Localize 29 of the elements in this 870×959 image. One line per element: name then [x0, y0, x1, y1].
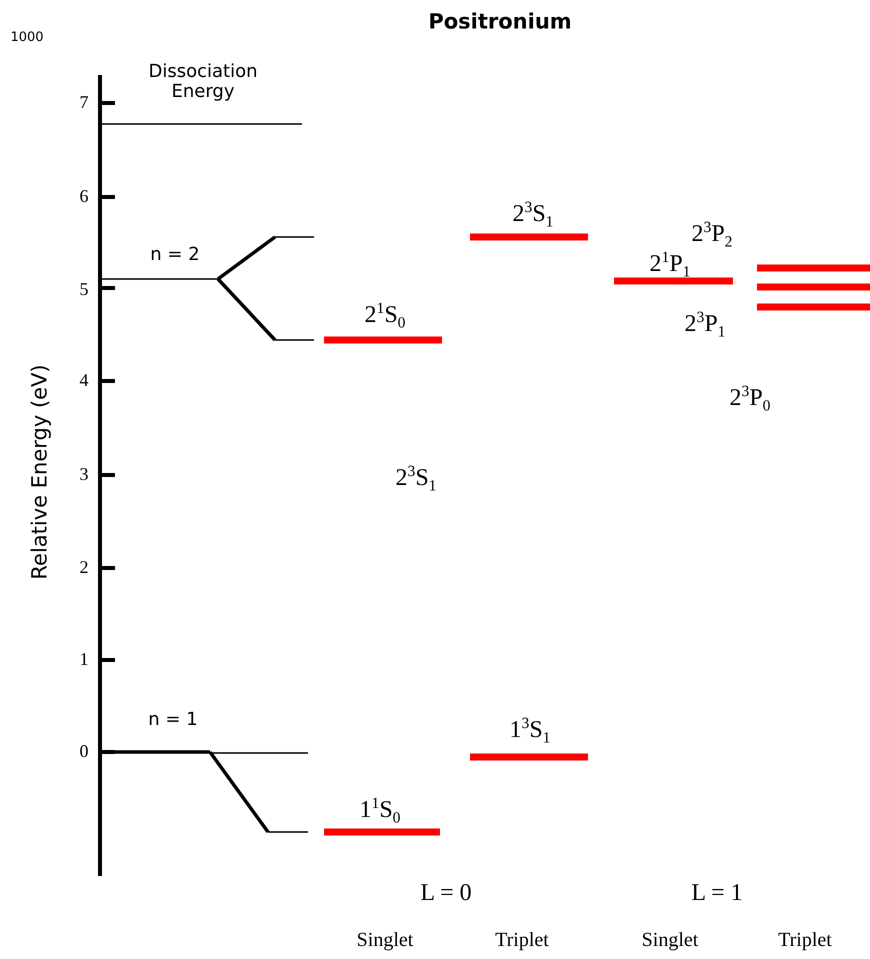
column-label: L = 1 — [691, 880, 743, 906]
tick-label: 0 — [80, 742, 88, 762]
state-label: 2$^{3}$P$_{2}$ — [692, 220, 732, 248]
state-label: 2$^{1}$P$_{1}$ — [650, 250, 690, 278]
tick-label: 6 — [80, 187, 88, 207]
tick-label: 3 — [80, 465, 88, 485]
state-label: 2$^{3}$P$_{0}$ — [730, 384, 770, 412]
diagram-title: Positronium — [428, 10, 572, 34]
column-label: Triplet — [778, 929, 832, 951]
level-label: Dissociation Energy — [147, 62, 259, 102]
column-label: Singlet — [642, 929, 698, 951]
tick-label: 2 — [80, 558, 88, 578]
scale-note: 1000 — [10, 30, 44, 46]
tick-label: 5 — [80, 280, 88, 300]
column-label: L = 0 — [420, 880, 472, 906]
state-label: 1$^{3}$S$_{1}$ — [510, 716, 550, 744]
level-label: n = 2 — [150, 245, 200, 265]
state-label: 2$^{3}$P$_{1}$ — [684, 310, 726, 338]
tick-label: 4 — [80, 371, 88, 391]
axis-title: Relative Energy (eV) — [28, 364, 52, 580]
state-label: 1$^{1}$S$_{0}$ — [360, 796, 400, 824]
column-label: Singlet — [356, 929, 414, 951]
tick-label: 7 — [80, 93, 88, 113]
level-label: n = 1 — [148, 710, 198, 730]
state-label: 2$^{1}$S$_{0}$ — [364, 302, 406, 328]
tick-label: 1 — [80, 650, 88, 670]
column-label: Triplet — [495, 929, 549, 951]
state-label: 2$^{3}$S$_{1}$ — [512, 200, 554, 228]
state-label: 2$^{3}$S$_{1}$ — [396, 464, 436, 492]
